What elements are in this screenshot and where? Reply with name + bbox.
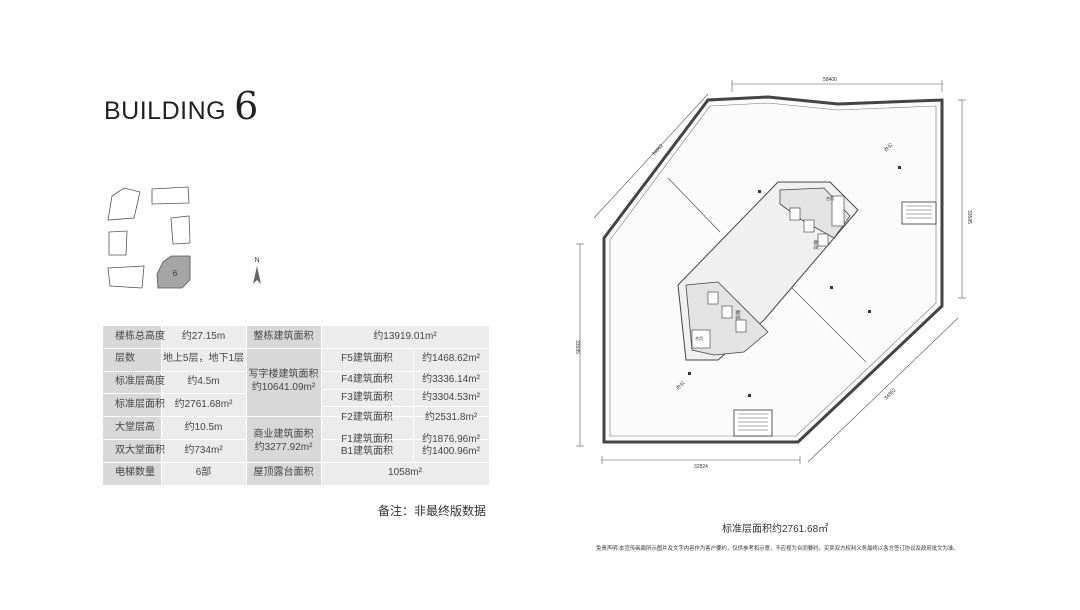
dim-top: 58400 [823,77,837,83]
north-arrow-icon: N [253,257,261,284]
floor-plan-drawing: 58400 33585 33585 32824 34862 34862 货梯 货… [574,77,972,470]
value-standard-area: 约2761.68m² [174,399,233,410]
value-roof-terrace: 1058m² [388,467,422,478]
commercial-area-value: 约3277.92m² [254,442,313,453]
north-label: N [254,257,259,264]
label-roof-terrace: 屋顶露台面积 [253,467,314,478]
office-area-label: 写字楼建筑面积 [248,369,319,380]
disclaimer-text: 免责声明:本宣传画面所示图片及文字内容作为客户要约，仅供参考和示意，不应视为合同… [596,546,959,552]
core-area: 货梯 货梯 合用 合用 [677,181,859,361]
value-f1-area: 约1876.96m² [422,434,480,445]
spec-values-panel [161,326,246,485]
building-block-5 [107,265,145,289]
label-b1-area: B1建筑面积 [340,446,394,457]
value-elevators: 6部 [195,467,212,478]
label-floors: 层数 [115,353,135,364]
label-f1-area: F1建筑面积 [341,434,393,445]
core-label-upper: 合用 [826,195,834,201]
dim-left: 33585 [574,340,580,354]
spec-table: 楼栋总高度 约27.15m 整栋建筑面积 约13919.01m² 层数 地上5层… [103,326,489,485]
title-word: BUILDING [104,97,227,125]
note-text: 备注：非最终版数据 [378,504,487,518]
building-block-1 [107,187,141,221]
building-block-4 [108,230,128,256]
office-area: 写字楼建筑面积 约10641.09m² [246,364,321,398]
dim-lower-right: 34862 [883,387,897,401]
dim-bottom: 32824 [694,464,708,470]
value-f4-area: 约3336.14m² [422,374,480,385]
value-floors: 地上5层，地下1层 [162,353,245,364]
label-lobby-height: 大堂层高 [115,422,155,433]
label-f2-area: F2建筑面积 [341,412,393,423]
label-total-area: 整栋建筑面积 [253,331,314,342]
lift-label-upper: 货梯 [813,240,820,250]
value-total-height: 约27.15m [181,331,226,342]
commercial-area-label: 商业建筑面积 [253,429,314,440]
spec-areas-panel [321,326,489,485]
core-label-lower: 合用 [695,335,703,341]
value-lobby-area: 约734m² [184,445,223,456]
building-block-3 [170,215,191,245]
label-f5-area: F5建筑面积 [341,353,393,364]
site-key-plan: 6 [107,186,191,289]
label-standard-height: 标准层高度 [115,376,165,387]
label-f4-area: F4建筑面积 [341,374,393,385]
label-standard-area: 标准层面积 [115,399,165,410]
stair-right [901,201,937,225]
stair-bottom [733,409,773,437]
building-6-label: 6 [173,269,178,278]
title-number: 6 [234,84,259,128]
value-total-area: 约13919.01m² [373,331,437,342]
lift-label-lower: 货梯 [735,310,742,320]
building-block-2 [151,186,190,205]
structural-columns [688,166,901,397]
commercial-area: 商业建筑面积 约3277.92m² [246,424,321,458]
value-standard-height: 约4.5m [187,376,220,387]
dim-upper-left: 34862 [651,143,665,158]
value-f3-area: 约3304.53m² [422,392,480,403]
office-area-value: 约10641.09m² [251,382,316,393]
value-lobby-height: 约10.5m [184,422,223,433]
standard-floor-area: 标准层面积约2761.68㎡ [722,524,829,535]
label-total-height: 楼栋总高度 [115,331,165,342]
building-block-6-highlight [156,255,191,289]
dim-right: 33585 [966,210,972,224]
dimension-lines [576,80,966,464]
label-f3-area: F3建筑面积 [341,392,393,403]
label-elevators: 电梯数量 [115,467,155,478]
label-lobby-area: 双大堂面积 [115,445,165,456]
value-f2-area: 约2531.8m² [424,412,478,423]
value-f5-area: 约1468.62m² [422,353,480,364]
value-b1-area: 约1400.96m² [422,446,480,457]
